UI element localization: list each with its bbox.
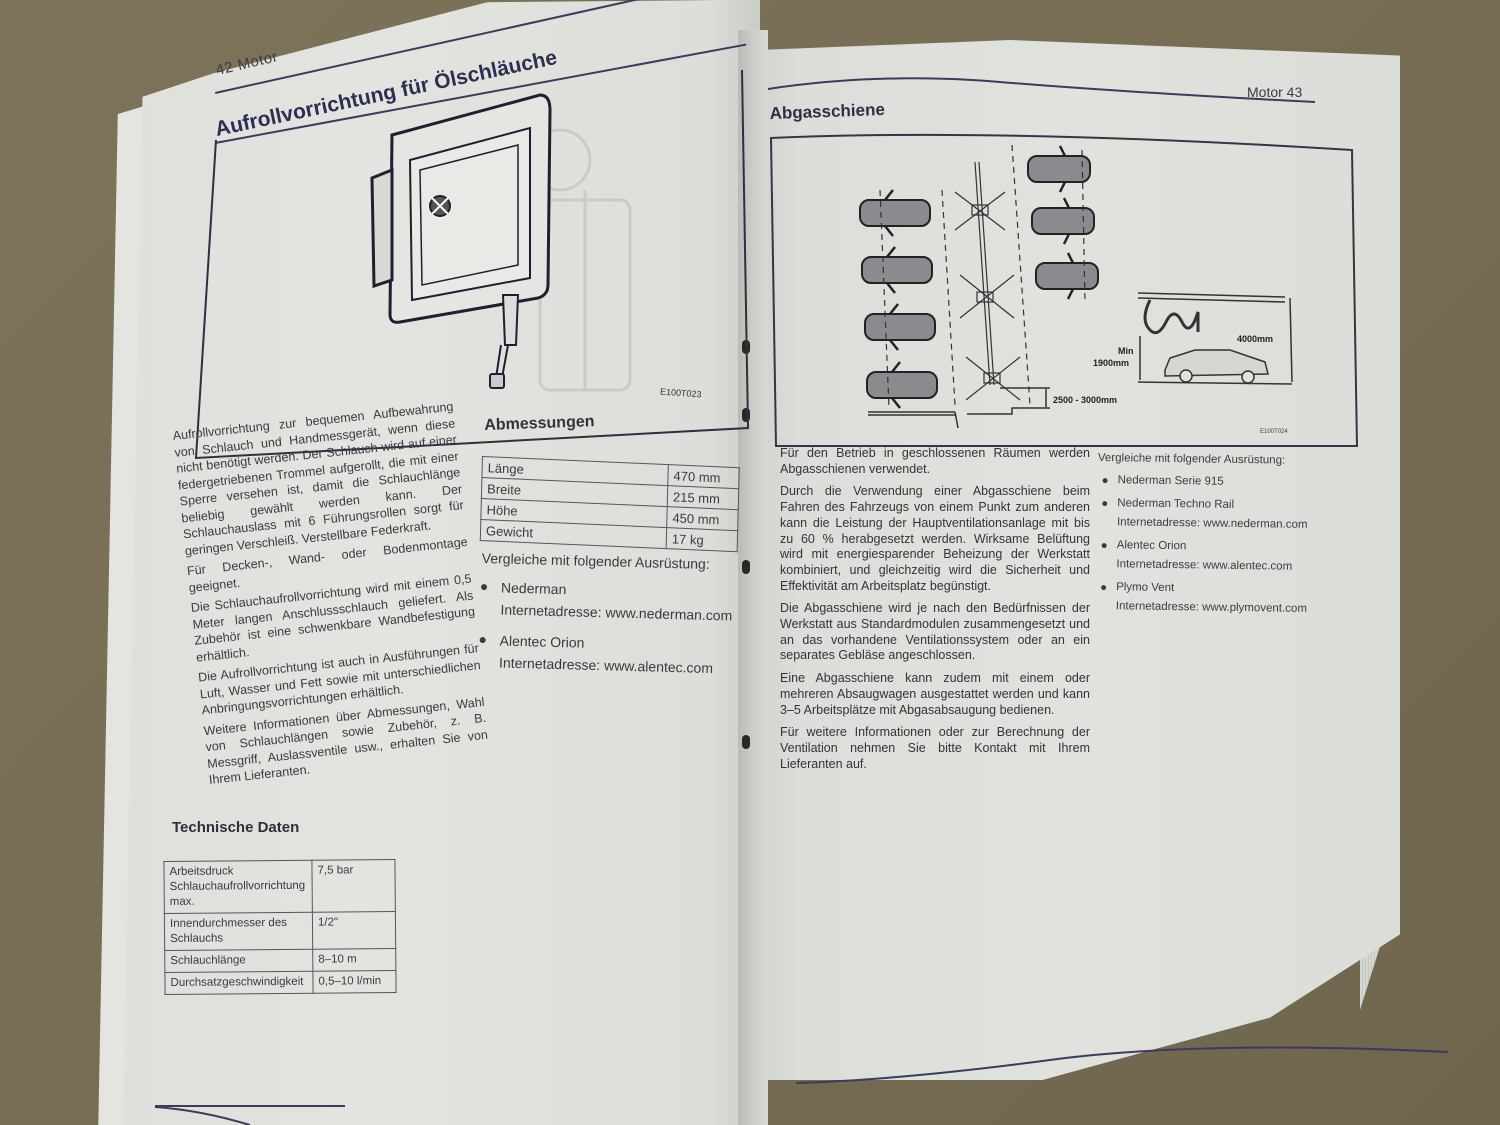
list-item: Plymo Vent Internetadresse: www.plymoven… — [1096, 578, 1347, 619]
table-cell-value: 0,5–10 l/min — [312, 970, 397, 994]
list-item: Alentec Orion Internetadresse: www.alent… — [1096, 536, 1347, 577]
binder-hole — [742, 735, 750, 749]
list-item: Alentec Orion Internetadresse: www.alent… — [479, 629, 750, 680]
binder-hole — [742, 408, 750, 422]
table-cell-label: Arbeitsdruck Schlauchaufrollvorrichtung … — [163, 860, 313, 914]
table-cell-value: 17 kg — [666, 527, 738, 552]
page-title-right: Abgasschiene — [769, 99, 886, 124]
list-item: Nederman Techno Rail Internetadresse: ww… — [1097, 494, 1348, 535]
right-body-text: Für den Betrieb in geschlossenen Räumen … — [780, 446, 1090, 779]
paragraph: Durch die Verwendung einer Abgasschiene … — [780, 484, 1090, 593]
paragraph: Eine Abgasschiene kann zudem mit einem o… — [780, 671, 1090, 717]
running-head-right: Motor 43 — [1247, 84, 1303, 100]
table-cell-value: 7,5 bar — [311, 859, 396, 913]
binder-hole — [742, 340, 750, 354]
list-item: Nederman Internetadresse: www.nederman.c… — [480, 576, 751, 627]
bullet-icon — [1101, 585, 1107, 591]
vendor-name: Nederman Serie 915 — [1117, 474, 1224, 488]
list-item: Nederman Serie 915 — [1097, 471, 1347, 493]
paragraph: Die Abgasschiene wird je nach den Bedürf… — [780, 601, 1090, 663]
table-cell-value: 8–10 m — [312, 948, 396, 972]
comparison-lead: Vergleiche mit folgender Ausrüstung: — [1097, 452, 1286, 467]
table-row: Durchsatzgeschwindigkeit 0,5–10 l/min — [164, 970, 397, 995]
bullet-icon — [1102, 478, 1108, 484]
table-cell-label: Durchsatzgeschwindigkeit — [164, 971, 314, 995]
vendor-url: Internetadresse: www.nederman.com — [1116, 516, 1308, 531]
technical-data-table: Arbeitsdruck Schlauchaufrollvorrichtung … — [163, 859, 397, 995]
comparison-list-left: Vergleiche mit folgender Ausrüstung: Ned… — [479, 550, 752, 689]
vendor-url: Internetadresse: www.alentec.com — [1116, 558, 1293, 573]
comparison-list-right: Vergleiche mit folgender Ausrüstung: Ned… — [1096, 452, 1348, 623]
dimensions-heading: Abmessungen — [484, 413, 595, 434]
paragraph: Für weitere Informationen oder zur Berec… — [780, 725, 1090, 771]
bullet-icon — [1101, 543, 1107, 549]
table-cell-value: 1/2" — [312, 911, 396, 950]
footer-rule — [155, 1105, 345, 1107]
paragraph: Für den Betrieb in geschlossenen Räumen … — [780, 446, 1090, 476]
binder-hole — [742, 560, 750, 574]
table-cell-label: Schlauchlänge — [164, 949, 313, 973]
dimensions-table: Länge 470 mm Breite 215 mm Höhe 450 mm G… — [480, 456, 740, 552]
vendor-url: Internetadresse: www.plymovent.com — [1115, 600, 1308, 615]
technical-data-heading: Technische Daten — [172, 819, 300, 836]
paragraph: Aufrollvorrichtung zur bequemen Aufbewah… — [172, 399, 465, 558]
bullet-icon — [479, 636, 486, 644]
left-body-text: Aufrollvorrichtung zur bequemen Aufbewah… — [172, 399, 491, 793]
table-row: Schlauchlänge 8–10 m — [164, 948, 396, 973]
bullet-icon — [1102, 501, 1108, 507]
bullet-icon — [480, 583, 488, 591]
table-row: Innendurchmesser des Schlauchs 1/2" — [164, 911, 396, 951]
table-row: Arbeitsdruck Schlauchaufrollvorrichtung … — [163, 859, 396, 914]
table-cell-label: Innendurchmesser des Schlauchs — [164, 912, 313, 951]
